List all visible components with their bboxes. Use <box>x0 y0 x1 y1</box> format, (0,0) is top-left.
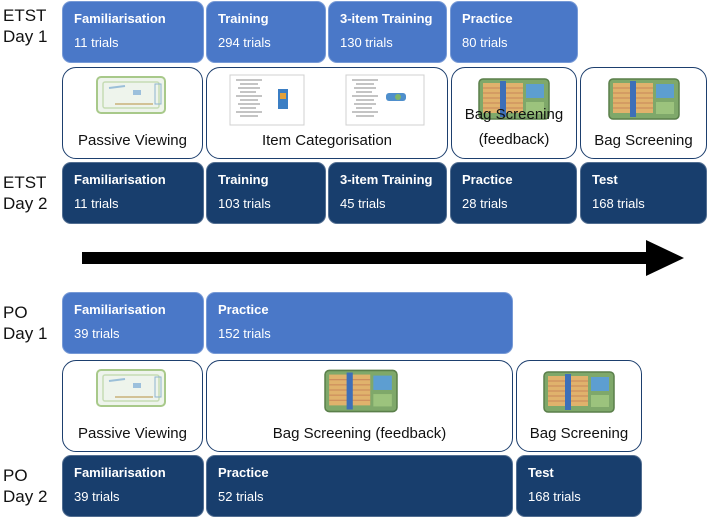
block-trials: 294 trials <box>218 35 271 50</box>
timeline-arrow-shaft <box>82 252 652 264</box>
etst-bag-screening-panel: Bag Screening <box>580 67 707 159</box>
etst-day2-training-block: Training 103 trials <box>206 162 326 224</box>
etst-day1-3item-training-block: 3-item Training 130 trials <box>328 1 447 63</box>
etst-passive-viewing-panel: Passive Viewing <box>62 67 203 159</box>
po-day2-test-block: Test 168 trials <box>516 455 642 517</box>
etst-day2-label-line1: ETST <box>3 173 47 192</box>
etst-day2-label: ETST Day 2 <box>3 172 47 214</box>
po-bag-screening-feedback-panel: Bag Screening (feedback) <box>206 360 513 452</box>
etst-day2-practice-block: Practice 28 trials <box>450 162 577 224</box>
panel-caption-line2: (feedback) <box>478 131 550 148</box>
panel-caption: Item Categorisation <box>261 132 393 149</box>
etst-day1-familiarisation-block: Familiarisation 11 trials <box>62 1 204 63</box>
etst-day1-label: ETST Day 1 <box>3 5 47 47</box>
bag-screening-thumbnail <box>608 78 680 120</box>
etst-day1-training-block: Training 294 trials <box>206 1 326 63</box>
bag-screening-feedback-thumbnail <box>324 369 398 413</box>
etst-day2-familiarisation-block: Familiarisation 11 trials <box>62 162 204 224</box>
block-name: Practice <box>462 11 513 26</box>
etst-day1-label-line2: Day 1 <box>3 27 48 46</box>
block-name: Practice <box>462 172 513 187</box>
block-name: Familiarisation <box>74 11 166 26</box>
passive-viewing-bag-thumbnail <box>96 76 166 114</box>
item-categorisation-screens-thumbnail <box>229 74 425 126</box>
block-trials: 168 trials <box>528 489 581 504</box>
po-day2-familiarisation-block: Familiarisation 39 trials <box>62 455 204 517</box>
po-day1-practice-block: Practice 152 trials <box>206 292 513 354</box>
bag-screening-thumbnail <box>543 371 615 413</box>
panel-caption: Bag Screening <box>529 425 629 442</box>
block-name: Familiarisation <box>74 465 166 480</box>
etst-day1-label-line1: ETST <box>3 6 47 25</box>
po-bag-screening-panel: Bag Screening <box>516 360 642 452</box>
panel-caption: Bag Screening (feedback) <box>272 425 447 442</box>
block-trials: 11 trials <box>74 35 119 50</box>
block-name: Training <box>218 11 269 26</box>
timeline-arrow-head-icon <box>646 240 684 276</box>
bag-screening-feedback-thumbnail <box>478 78 550 120</box>
po-day1-familiarisation-block: Familiarisation 39 trials <box>62 292 204 354</box>
po-day2-label-line1: PO <box>3 466 28 485</box>
panel-caption: Passive Viewing <box>78 425 187 442</box>
panel-caption: Passive Viewing <box>78 132 187 149</box>
block-name: Test <box>592 172 618 187</box>
block-name: Familiarisation <box>74 302 166 317</box>
po-day2-label: PO Day 2 <box>3 465 47 507</box>
block-name: 3-item Training <box>340 172 433 187</box>
etst-item-categorisation-panel: Item Categorisation <box>206 67 448 159</box>
block-name: Practice <box>218 302 269 317</box>
etst-day2-test-block: Test 168 trials <box>580 162 707 224</box>
block-trials: 130 trials <box>340 35 393 50</box>
block-trials: 39 trials <box>74 326 120 341</box>
etst-day1-practice-block: Practice 80 trials <box>450 1 578 63</box>
po-day1-label-line1: PO <box>3 303 28 322</box>
po-day2-practice-block: Practice 52 trials <box>206 455 513 517</box>
passive-viewing-bag-thumbnail <box>96 369 166 407</box>
block-name: Training <box>218 172 269 187</box>
block-trials: 52 trials <box>218 489 264 504</box>
block-trials: 39 trials <box>74 489 120 504</box>
block-trials: 45 trials <box>340 196 386 211</box>
etst-bag-screening-feedback-panel: Bag Screening (feedback) <box>451 67 577 159</box>
po-day2-label-line2: Day 2 <box>3 487 48 506</box>
block-name: Familiarisation <box>74 172 166 187</box>
block-name: 3-item Training <box>340 11 433 26</box>
block-trials: 168 trials <box>592 196 645 211</box>
block-trials: 11 trials <box>74 196 119 211</box>
block-name: Test <box>528 465 554 480</box>
po-passive-viewing-panel: Passive Viewing <box>62 360 203 452</box>
block-name: Practice <box>218 465 269 480</box>
block-trials: 103 trials <box>218 196 271 211</box>
block-trials: 152 trials <box>218 326 271 341</box>
block-trials: 80 trials <box>462 35 508 50</box>
po-day1-label-line2: Day 1 <box>3 324 48 343</box>
po-day1-label: PO Day 1 <box>3 302 47 344</box>
panel-caption-line1: Bag Screening <box>464 106 564 123</box>
panel-caption: Bag Screening <box>594 132 693 149</box>
etst-day2-label-line2: Day 2 <box>3 194 48 213</box>
block-trials: 28 trials <box>462 196 508 211</box>
etst-day2-3item-training-block: 3-item Training 45 trials <box>328 162 447 224</box>
